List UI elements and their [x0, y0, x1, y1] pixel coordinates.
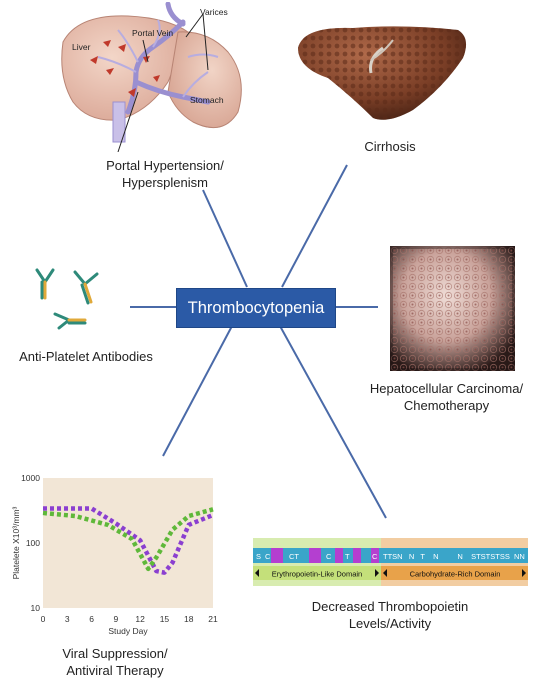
domain-right-label: Carbohydrate-Rich Domain	[410, 570, 501, 579]
y-tick-label: 1000	[21, 473, 40, 483]
liver-stomach-illustration	[61, 2, 242, 152]
tpo-caption-line2: Levels/Activity	[348, 616, 432, 631]
arrow-left-end	[375, 569, 379, 577]
arrow-right-start	[383, 569, 387, 577]
x-tick-label: 21	[208, 614, 218, 624]
chart-x-axis-label: Study Day	[108, 626, 148, 636]
x-tick-label: 6	[89, 614, 94, 624]
antibody-icon	[53, 312, 87, 330]
connector-portal	[202, 189, 248, 288]
seq-right: TTSN N T N N STSTSTSS NN	[383, 552, 525, 561]
arrow-left-start	[255, 569, 259, 577]
cirrhotic-liver-image	[298, 26, 467, 120]
x-tick-label: 18	[184, 614, 194, 624]
tpo-caption: Decreased Thrombopoietin Levels/Activity	[290, 598, 490, 632]
antibody-icon	[35, 268, 55, 300]
y-tick-label: 10	[31, 603, 41, 613]
x-tick-label: 12	[135, 614, 145, 624]
stomach-shape	[167, 31, 242, 129]
right-sequence-bar	[381, 548, 528, 563]
series-line-1	[43, 506, 214, 575]
y-tick-label: 100	[26, 538, 40, 548]
portal-caption: Portal Hypertension/ Hypersplenism	[60, 157, 270, 191]
hcc-caption-line2: Chemotherapy	[403, 398, 490, 413]
antibodies-caption: Anti-Platelet Antibodies	[19, 349, 153, 364]
label-liver: Liver	[72, 42, 91, 52]
tpo-caption-line1: Decreased Thrombopoietin	[311, 599, 469, 614]
platelet-chart: 0 3 6 9 12 15 18 21 10 100 1000 Platelete X10³/mm³…	[11, 473, 218, 636]
x-tick-label: 3	[65, 614, 70, 624]
seq-left-4: T	[345, 552, 350, 561]
antibodies-illustration	[35, 268, 99, 330]
seq-left-2: CT	[289, 552, 299, 561]
portal-caption-line2: Hypersplenism	[122, 175, 208, 190]
x-tick-label: 15	[160, 614, 170, 624]
left-domain-label-bar	[253, 566, 381, 580]
tpo-domain-diagram: S C CT C T C TTSN N T N N STSTSTSS NN Er…	[253, 538, 528, 586]
series-line-2	[42, 507, 214, 572]
chart-plot-area	[43, 478, 213, 608]
seq-left-5: C	[372, 552, 378, 561]
seq-left-1: C	[265, 552, 271, 561]
portal-caption-line1: Portal Hypertension/	[106, 158, 224, 173]
label-varices: Varices	[200, 7, 228, 17]
x-tick-label: 9	[113, 614, 118, 624]
domain-left-label: Erythropoietin-Like Domain	[272, 570, 362, 579]
right-domain-label-bar	[381, 566, 528, 580]
hcc-caption-line1: Hepatocellular Carcinoma/	[369, 381, 524, 396]
hcc-caption: Hepatocellular Carcinoma/ Chemotherapy	[360, 380, 533, 414]
connector-tpo	[279, 325, 387, 519]
seq-left-3: C	[326, 552, 332, 561]
antibody-icon	[73, 270, 99, 305]
chart-y-axis-label: Platelete X10³/mm³	[11, 506, 21, 579]
viral-caption-line2: Antiviral Therapy	[66, 663, 164, 678]
viral-caption-line1: Viral Suppression/	[62, 646, 168, 661]
x-tick-label: 0	[41, 614, 46, 624]
arrow-right-end	[522, 569, 526, 577]
connector-viral	[162, 325, 233, 457]
label-portal-vein: Portal Vein	[132, 28, 174, 38]
hcc-histology-image	[390, 246, 515, 371]
viral-caption: Viral Suppression/ Antiviral Therapy	[20, 645, 210, 679]
seq-left-0: S	[256, 552, 261, 561]
connector-cirrhosis	[281, 164, 348, 288]
cirrhosis-caption: Cirrhosis	[364, 139, 416, 154]
label-stomach: Stomach	[190, 95, 224, 105]
thrombocytopenia-box: Thrombocytopenia	[176, 288, 336, 328]
